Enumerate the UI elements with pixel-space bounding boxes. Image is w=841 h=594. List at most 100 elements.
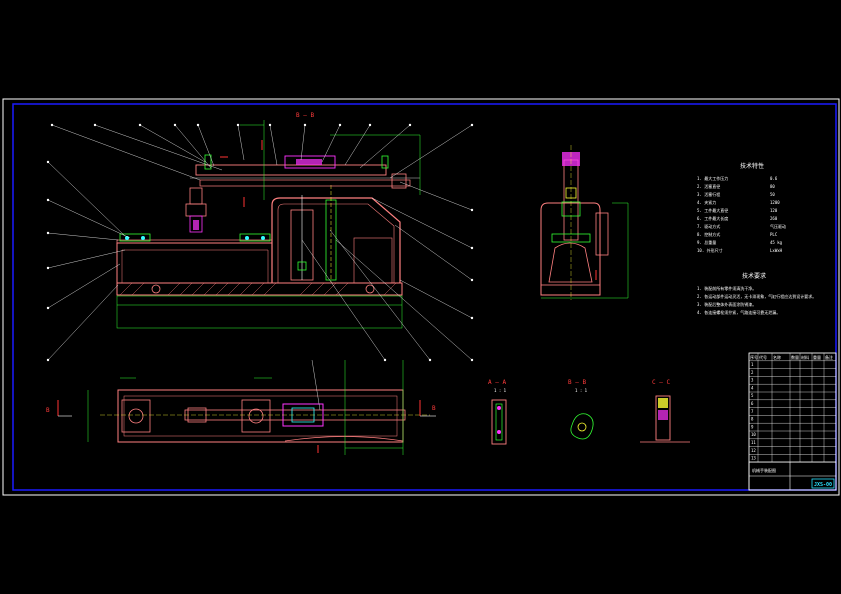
section-b-gear bbox=[570, 413, 594, 440]
tech-spec-value: LxWxH bbox=[770, 248, 783, 253]
sheet-inner-border bbox=[12, 103, 837, 491]
side-housing bbox=[540, 202, 601, 296]
title-block-row-number: 10 bbox=[751, 432, 756, 437]
tech-spec-key: 1. 最大工作压力 bbox=[697, 175, 728, 181]
tech-requirement-line: 2. 各运动部件运动灵活，无卡滞现象，气缸行程应达到设计要求。 bbox=[697, 293, 816, 299]
gripper-fingers bbox=[185, 203, 207, 217]
title-block-row-number: 12 bbox=[751, 448, 756, 453]
tech-specs-heading: 技术特性 bbox=[740, 162, 764, 170]
side-housing-arch bbox=[548, 242, 593, 283]
right-workpiece bbox=[239, 233, 271, 242]
arm-cylinder bbox=[284, 155, 336, 169]
section-a-title: A — A bbox=[488, 379, 506, 386]
title-block-row-number: 8 bbox=[751, 417, 754, 422]
svg-text:B: B bbox=[46, 407, 50, 414]
tech-spec-value: 80 bbox=[770, 184, 775, 189]
left-table-inner bbox=[121, 249, 269, 283]
plan-left-hole bbox=[128, 408, 144, 424]
base-plate-hatch bbox=[119, 282, 397, 296]
title-block-header: 序号 bbox=[750, 354, 758, 360]
svg-text:B: B bbox=[432, 405, 436, 412]
section-c-top bbox=[658, 398, 668, 408]
tech-spec-value: 气压驱动 bbox=[770, 223, 786, 229]
section-c-view: C — C bbox=[640, 379, 690, 443]
cylinder-mark bbox=[297, 261, 307, 271]
section-a-scale: 1 : 1 bbox=[494, 388, 507, 393]
main-section-view: B — B bbox=[46, 112, 474, 362]
section-b-scale: 1 : 1 bbox=[575, 388, 588, 393]
housing-window bbox=[353, 237, 393, 284]
column-housing bbox=[271, 197, 401, 283]
horizontal-arm bbox=[195, 164, 387, 176]
plan-right-block bbox=[241, 399, 271, 433]
base-bolt-hole bbox=[365, 284, 375, 294]
tech-spec-key: 4. 夹紧力 bbox=[697, 199, 716, 205]
title-block-row-number: 3 bbox=[751, 378, 754, 383]
section-a-view: A — A 1 : 1 bbox=[488, 379, 507, 445]
tech-spec-key: 6. 工件最大长度 bbox=[697, 215, 728, 221]
plan-right-hole bbox=[248, 408, 264, 424]
tech-spec-key: 10. 外形尺寸 bbox=[697, 247, 723, 253]
section-a-pin bbox=[495, 403, 503, 441]
side-column bbox=[563, 159, 579, 241]
tech-requirements-lines: 1. 装配前所有零件须清洗干净。 2. 各运动部件运动灵活，无卡滞现象，气缸行程应… bbox=[697, 285, 816, 315]
tech-spec-value: 45 kg bbox=[770, 240, 783, 245]
plan-left-block bbox=[121, 399, 151, 433]
tech-requirement-line: 3. 装配后整体外表面涂防锈漆。 bbox=[697, 301, 756, 307]
title-block: 序号代号名称数量材料重量备注12345678910111213 机械手装配图 J… bbox=[748, 352, 837, 491]
gripper-pad bbox=[189, 215, 203, 233]
arm-green-bracket bbox=[381, 155, 389, 169]
main-view-dimensions bbox=[116, 120, 421, 329]
tech-spec-key: 8. 控制方式 bbox=[697, 231, 720, 237]
side-base bbox=[540, 284, 601, 296]
tech-spec-key: 7. 驱动方式 bbox=[697, 223, 720, 229]
section-b-title: B — B bbox=[568, 379, 586, 386]
title-block-header: 重量 bbox=[813, 354, 821, 360]
tech-spec-value: 0.6 bbox=[770, 176, 778, 181]
arm-end-block bbox=[391, 173, 407, 189]
section-b-view: B — B 1 : 1 bbox=[568, 379, 594, 440]
drawing-title: 机械手装配图 bbox=[752, 467, 776, 473]
sheet-outer-border bbox=[2, 98, 840, 496]
plan-base-plate bbox=[117, 389, 404, 443]
title-block-row-number: 13 bbox=[751, 456, 756, 461]
tech-spec-key: 9. 总重量 bbox=[697, 239, 716, 245]
title-block-row-number: 4 bbox=[751, 385, 754, 390]
tech-spec-value: 50 bbox=[770, 192, 775, 197]
tech-requirement-line: 1. 装配前所有零件须清洗干净。 bbox=[697, 285, 756, 291]
tech-spec-value: 1200 bbox=[770, 200, 780, 205]
tech-requirement-line: 4. 各连接螺栓须拧紧，气路连接可靠无泄漏。 bbox=[697, 309, 780, 315]
title-block-row-number: 1 bbox=[751, 362, 754, 367]
leader-balloons bbox=[46, 123, 474, 362]
column-housing-inner bbox=[277, 203, 395, 283]
leader-lines bbox=[47, 124, 473, 361]
title-block-row-number: 5 bbox=[751, 393, 754, 398]
plan-section-marker-left: B bbox=[46, 400, 72, 417]
title-block-row-number: 11 bbox=[751, 440, 756, 445]
drawing-number-box bbox=[811, 478, 835, 489]
side-view bbox=[540, 145, 629, 300]
left-support-table bbox=[116, 242, 273, 283]
plan-dimensions bbox=[87, 360, 404, 455]
title-block-row-number: 9 bbox=[751, 424, 754, 429]
title-block-grid: 序号代号名称数量材料重量备注12345678910111213 bbox=[748, 352, 837, 463]
gripper-pad-fill bbox=[193, 220, 199, 230]
title-block-header: 数量 bbox=[791, 354, 799, 360]
section-a-hole bbox=[497, 430, 501, 434]
title-block-header: 备注 bbox=[825, 354, 833, 360]
arm-cylinder-core bbox=[296, 159, 322, 165]
title-block-row-number: 6 bbox=[751, 401, 754, 406]
plan-inner-plate bbox=[123, 395, 398, 437]
section-a-hole bbox=[497, 406, 501, 410]
leader-line bbox=[311, 359, 321, 411]
tech-spec-key: 2. 活塞直径 bbox=[697, 183, 720, 189]
base-plate bbox=[116, 282, 403, 296]
plan-view: B B bbox=[46, 359, 436, 455]
plan-section-marker-right: B bbox=[419, 400, 436, 417]
main-section-title: B — B bbox=[296, 112, 314, 119]
tech-spec-key: 5. 工件最大直径 bbox=[697, 207, 728, 213]
section-b-hub bbox=[577, 422, 587, 432]
title-block-row-number: 7 bbox=[751, 409, 754, 414]
